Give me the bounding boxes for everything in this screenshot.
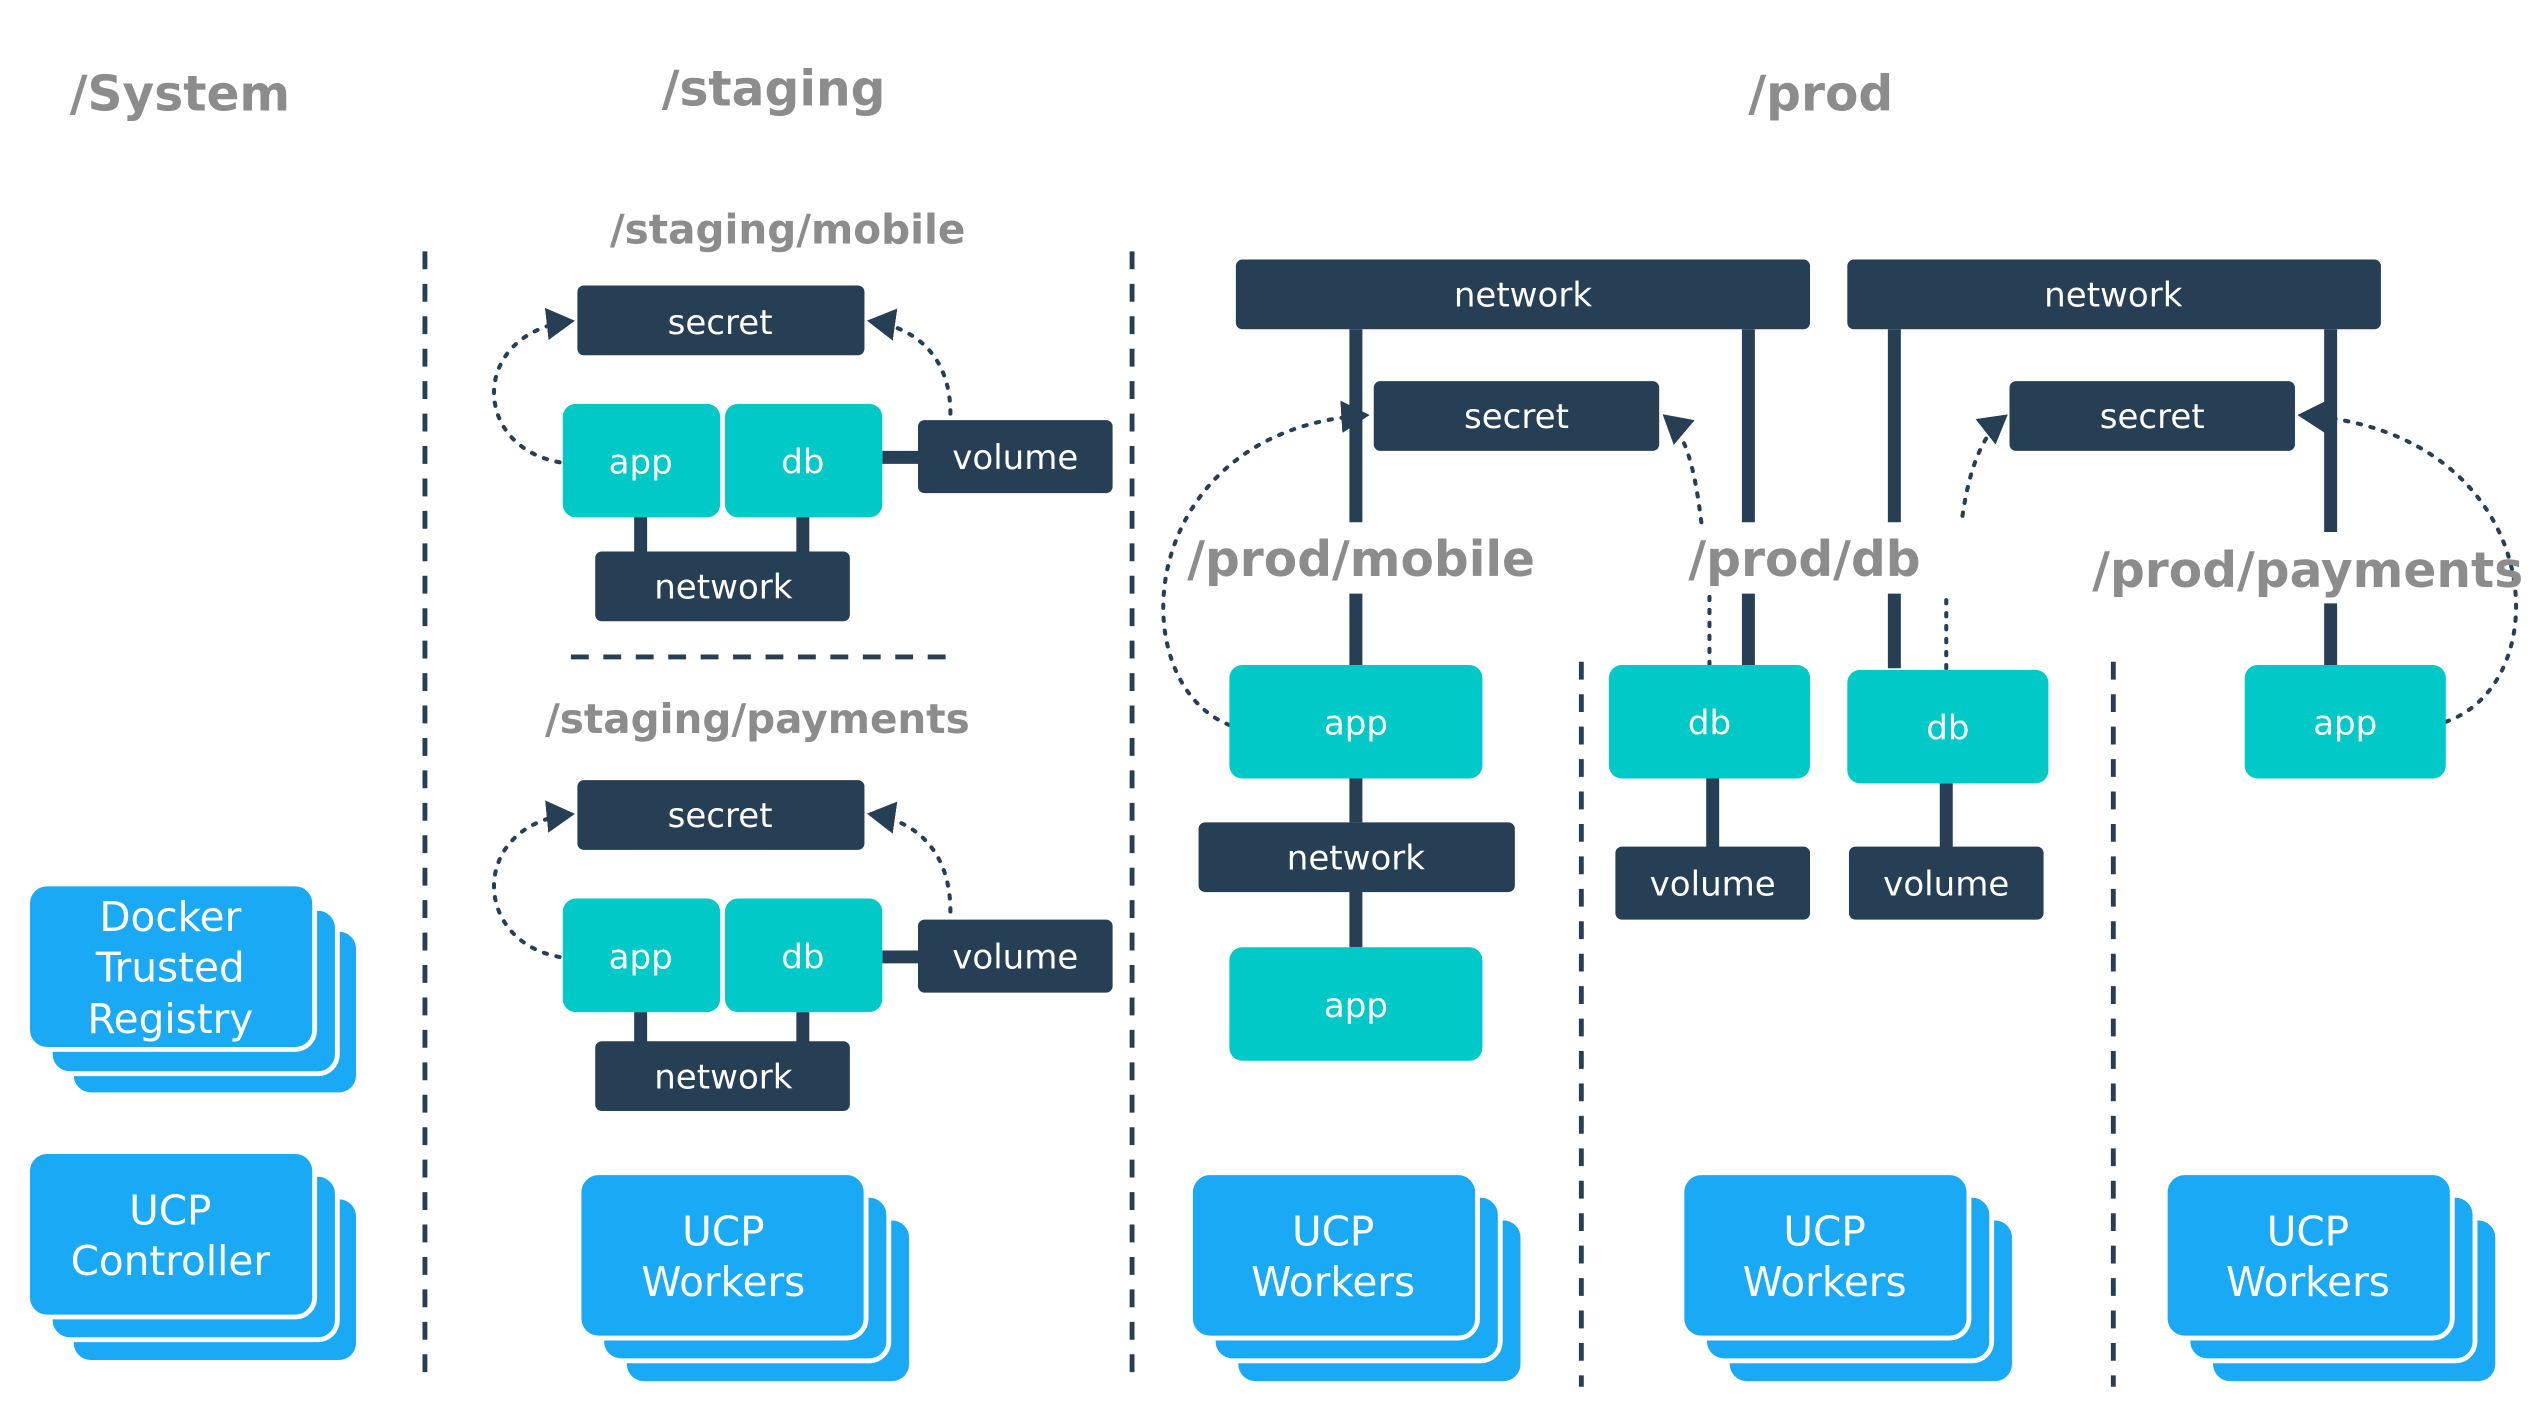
prod-db-left: [1608, 665, 1811, 779]
staging-payments-header: /staging/payments: [545, 695, 970, 743]
prod-db-right-label: db: [1926, 709, 1969, 749]
prod-payments-app-label: app: [2313, 704, 2377, 744]
staging-payments-app: [562, 898, 721, 1013]
prod-db-ucp-workers-stack: UCP Workers: [1679, 1170, 2017, 1386]
prod-mobile-network: [1198, 822, 1515, 893]
prod-payments-app: [2244, 665, 2446, 779]
prod-volume-right-label: volume: [1883, 864, 2009, 904]
prod-volume-right: [1848, 846, 2044, 920]
prod-payments-group: app: [2244, 665, 2446, 779]
dtr-label-line-3: Registry: [87, 995, 253, 1043]
staging-payments-app-secret-link: [492, 800, 575, 959]
staging-payments-db-label: db: [781, 937, 824, 977]
staging-mobile-volume-label: volume: [952, 438, 1078, 478]
prod-db-secret-left-link: [1666, 417, 1712, 668]
prod-payments-header: /prod/payments: [2092, 543, 2523, 599]
prod-mobile-network-label: network: [1287, 838, 1426, 878]
prod-payments-app-secret-link: [2297, 400, 2518, 724]
prod-secret-left: [1373, 381, 1660, 451]
prod-header: /prod: [1748, 66, 1893, 122]
prod-secret-left-label: secret: [1464, 397, 1569, 437]
staging-payments-db: [724, 898, 883, 1013]
ucp-controller-line-1: UCP: [129, 1187, 211, 1235]
staging-workers-line-2: Workers: [641, 1258, 805, 1306]
prod-payments-ucp-workers-stack: UCP Workers: [2162, 1170, 2501, 1386]
staging-mobile-app: [562, 403, 721, 518]
prod-mobile-header: /prod/mobile: [1187, 532, 1535, 588]
ucp-controller-stack: UCP Controller: [25, 1149, 361, 1365]
prod-db-workers-line-1: UCP: [1783, 1208, 1865, 1256]
prod-mobile-app-bottom-label: app: [1324, 986, 1388, 1026]
staging-payments-volume-label: volume: [952, 937, 1078, 977]
prod-mobile-group: app network app: [1198, 665, 1515, 1061]
prod-network-left-label: network: [1454, 276, 1593, 316]
prod-db-left-label: db: [1688, 704, 1731, 744]
staging-header: /staging: [662, 61, 886, 117]
staging-payments-secret: [577, 780, 865, 850]
staging-mobile-network: [595, 551, 850, 622]
staging-mobile-volume-secret-link: [866, 308, 953, 416]
staging-payments-app-label: app: [609, 937, 673, 977]
system-header: /System: [70, 66, 290, 122]
dtr-label-line-1: Docker: [99, 893, 241, 941]
staging-payments-secret-label: secret: [668, 796, 773, 836]
prod-db-workers-line-2: Workers: [1743, 1258, 1907, 1306]
prod-mobile-app-top-label: app: [1324, 704, 1388, 744]
staging-payments-volume-secret-link: [866, 801, 953, 914]
prod-mobile-app-bottom: [1229, 947, 1483, 1061]
prod-db-secret-right-link: [1944, 417, 2004, 671]
staging-ucp-workers-stack: UCP Workers: [576, 1170, 914, 1386]
staging-mobile-app-label: app: [609, 443, 673, 483]
prod-volume-left: [1615, 846, 1811, 920]
staging-mobile-secret: [577, 285, 865, 356]
prod-db-header: /prod/db: [1688, 532, 1920, 588]
prod-secret-right-label: secret: [2100, 397, 2205, 437]
prod-mobile-workers-line-2: Workers: [1251, 1258, 1415, 1306]
staging-mobile-db-label: db: [781, 443, 824, 483]
staging-mobile-db: [724, 403, 883, 518]
prod-network-right-label: network: [2044, 276, 2183, 316]
prod-mobile-app-top: [1229, 665, 1483, 779]
prod-mobile-ucp-workers-stack: UCP Workers: [1188, 1170, 1526, 1386]
prod-mobile-workers-line-1: UCP: [1292, 1208, 1374, 1256]
prod-db-right: [1847, 669, 2049, 784]
staging-mobile-group: secret app db volume network: [492, 285, 1113, 622]
staging-payments-network: [595, 1041, 850, 1112]
prod-db-group: db db volume volume: [1608, 665, 2049, 920]
prod-volume-left-label: volume: [1650, 864, 1776, 904]
prod-network-right: [1847, 259, 2381, 330]
prod-mobile-app-secret-link: [1161, 400, 1370, 728]
ucp-controller-line-2: Controller: [71, 1237, 271, 1285]
staging-workers-line-1: UCP: [682, 1208, 764, 1256]
staging-mobile-app-secret-link: [492, 307, 575, 465]
staging-payments-network-label: network: [654, 1057, 793, 1097]
staging-mobile-network-label: network: [654, 568, 793, 608]
staging-payments-volume: [917, 919, 1113, 993]
staging-payments-group: secret app db volume network: [492, 780, 1113, 1112]
dtr-label-line-2: Trusted: [95, 943, 245, 991]
docker-trusted-registry-stack: Docker Trusted Registry: [25, 881, 361, 1098]
prod-secret-right: [2009, 381, 2295, 451]
staging-mobile-volume: [917, 420, 1113, 494]
prod-payments-workers-line-1: UCP: [2267, 1208, 2349, 1256]
prod-payments-workers-line-2: Workers: [2226, 1258, 2390, 1306]
staging-mobile-header: /staging/mobile: [610, 205, 966, 253]
staging-mobile-secret-label: secret: [668, 303, 773, 343]
prod-network-left: [1235, 259, 1811, 330]
